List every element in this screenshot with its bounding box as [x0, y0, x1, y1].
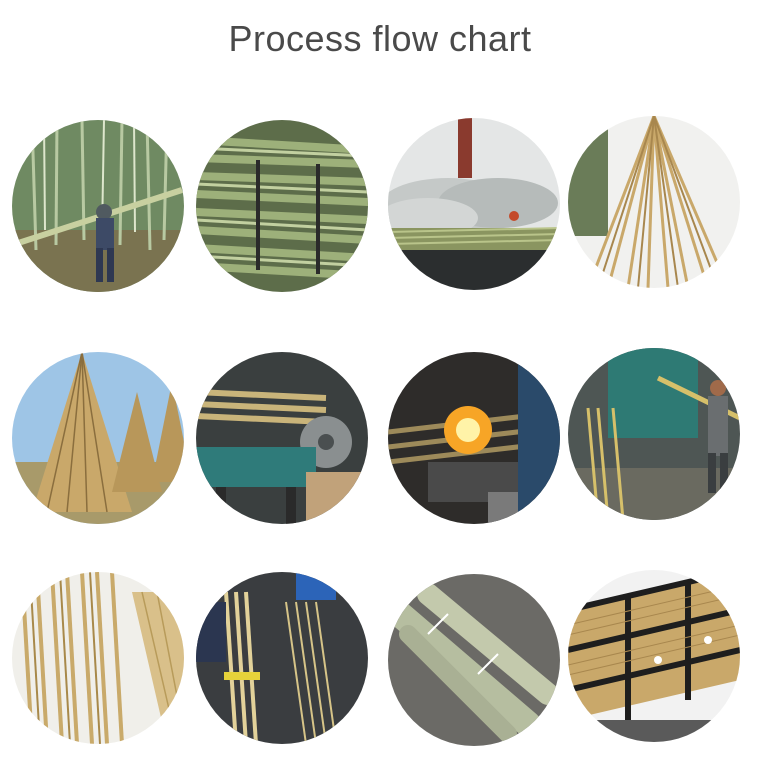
process-step-6-photo	[196, 352, 368, 524]
process-step-9-photo	[12, 572, 184, 744]
process-step-3-photo	[388, 118, 560, 290]
process-step-5-photo	[12, 352, 184, 524]
process-step-8-photo	[568, 348, 740, 520]
process-step-2-photo	[196, 120, 368, 292]
page-title: Process flow chart	[228, 18, 532, 59]
process-step-7-photo	[388, 352, 560, 524]
process-step-12-photo	[568, 570, 740, 742]
process-step-4-photo	[568, 116, 740, 288]
process-step-1-photo	[12, 120, 184, 292]
process-step-11-photo	[388, 574, 560, 746]
process-step-10-photo	[196, 572, 368, 744]
